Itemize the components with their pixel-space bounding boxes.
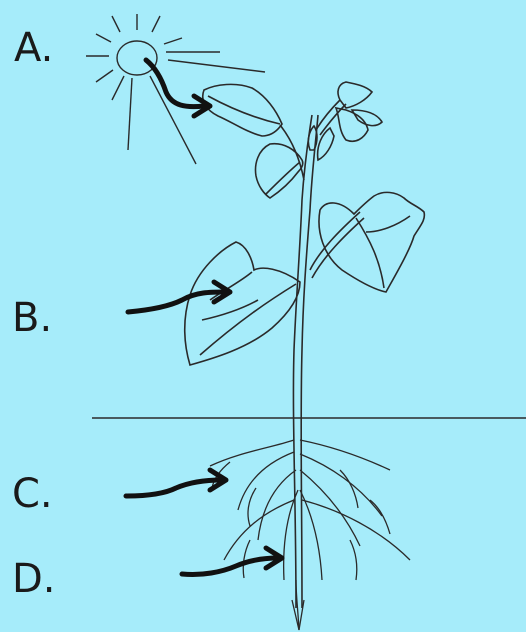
label-b: B. — [12, 298, 52, 338]
sun-icon — [86, 14, 265, 164]
arrow-d — [182, 548, 282, 575]
leaf-a — [203, 84, 282, 136]
label-c: C. — [12, 474, 53, 514]
arrow-c — [126, 470, 226, 496]
label-a: A. — [14, 28, 53, 68]
plant-roots — [210, 440, 410, 630]
leaf-b — [185, 242, 300, 365]
label-d: D. — [12, 559, 56, 599]
leaf-small-left — [256, 144, 303, 198]
plant-stem — [280, 100, 364, 608]
leaf-top-cluster — [318, 82, 382, 160]
leaf-right — [319, 192, 424, 292]
